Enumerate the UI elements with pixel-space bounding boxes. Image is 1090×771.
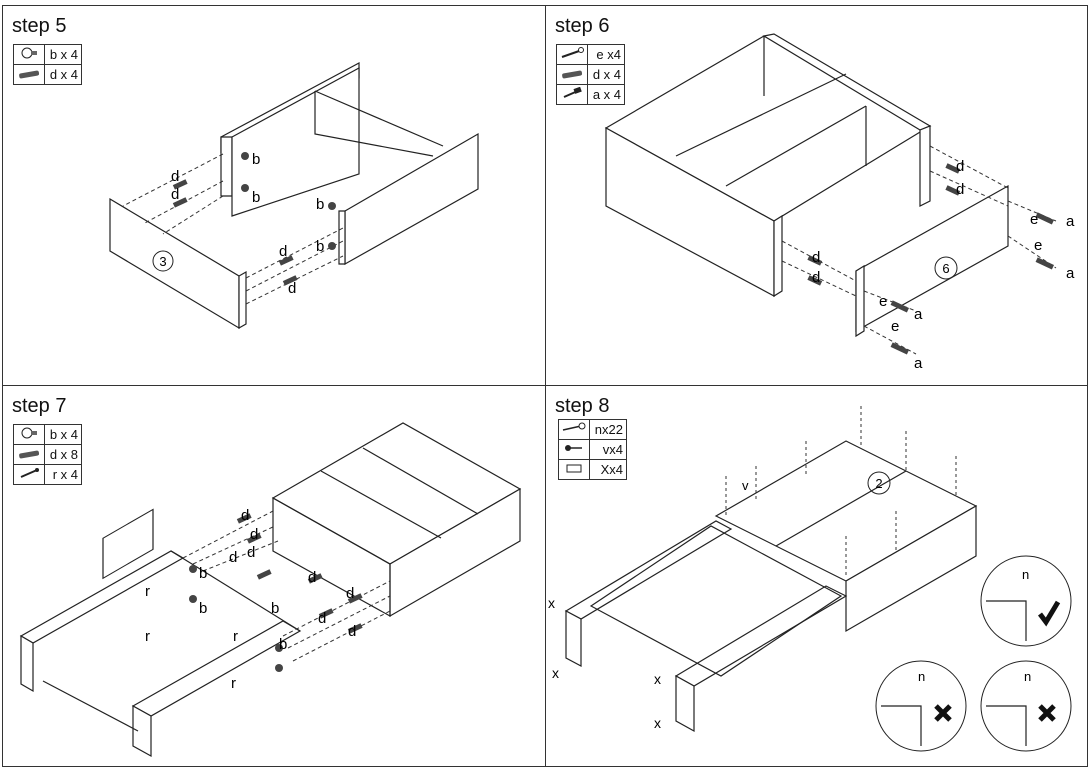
- svg-text:d: d: [956, 158, 964, 175]
- svg-text:d: d: [812, 249, 820, 266]
- svg-text:b: b: [316, 238, 324, 255]
- panel-number: 6: [942, 261, 949, 276]
- svg-text:e: e: [891, 318, 899, 335]
- parts-row: d x 4: [13, 64, 82, 85]
- svg-text:a: a: [1066, 265, 1075, 282]
- parts-row: r x 4: [13, 464, 82, 485]
- cross-icon: [934, 704, 952, 722]
- svg-text:d: d: [171, 186, 179, 203]
- step-title: step 7: [12, 395, 67, 417]
- svg-text:e: e: [1034, 237, 1042, 254]
- svg-text:b: b: [252, 151, 260, 168]
- svg-text:x: x: [654, 671, 661, 687]
- svg-text:d: d: [346, 585, 354, 602]
- step-title: step 5: [12, 15, 67, 37]
- step-6-panel: step 6 e x4 d x 4 a x 4 6: [545, 5, 1088, 386]
- svg-text:a: a: [914, 355, 923, 372]
- svg-text:b: b: [199, 600, 207, 617]
- frame-assembly-illustration: d d d d b b r r r b r b d d d d: [19, 422, 522, 758]
- svg-text:n: n: [918, 669, 925, 684]
- svg-text:r: r: [231, 675, 236, 692]
- parts-row: nx22: [558, 419, 627, 440]
- parts-row: Xx4: [558, 459, 627, 480]
- parts-row: b x 4: [13, 44, 82, 65]
- svg-text:d: d: [288, 280, 296, 297]
- svg-text:r: r: [145, 583, 150, 600]
- svg-text:n: n: [1022, 567, 1029, 582]
- parts-row: e x4: [556, 44, 625, 65]
- cross-icon: [1038, 704, 1056, 722]
- svg-text:b: b: [279, 636, 287, 653]
- step-title: step 6: [555, 15, 610, 37]
- step-title: step 8: [555, 395, 610, 417]
- parts-row: d x 4: [556, 64, 625, 85]
- svg-text:r: r: [145, 628, 150, 645]
- svg-text:r: r: [233, 628, 238, 645]
- svg-text:d: d: [318, 610, 326, 627]
- svg-text:a: a: [1066, 213, 1075, 230]
- svg-text:b: b: [316, 196, 324, 213]
- svg-text:d: d: [241, 507, 249, 524]
- svg-text:d: d: [229, 549, 237, 566]
- svg-text:d: d: [250, 526, 258, 543]
- svg-text:v: v: [742, 478, 749, 493]
- panel-number: 3: [159, 254, 166, 269]
- step-7-panel: step 7 b x 4 d x 8 r x 4: [2, 385, 546, 767]
- parts-row: a x 4: [556, 84, 625, 105]
- svg-text:d: d: [812, 269, 820, 286]
- svg-text:d: d: [171, 168, 179, 185]
- cabinet-assembly-illustration: 6 d d e a e a d: [604, 33, 1075, 372]
- dowel-icon: [13, 64, 45, 85]
- back-panel-nailing-illustration: 2 n n n v x x x x: [548, 406, 1072, 752]
- svg-text:d: d: [348, 623, 356, 640]
- panel-number: 2: [875, 476, 882, 491]
- step-8-panel: step 8 nx22 vx4 Xx4 2: [545, 385, 1088, 767]
- parts-list: e x4 d x 4 a x 4: [556, 44, 625, 105]
- svg-text:x: x: [548, 595, 555, 611]
- check-icon: [1038, 600, 1061, 627]
- svg-text:d: d: [956, 181, 964, 198]
- svg-text:b: b: [252, 189, 260, 206]
- svg-text:x: x: [654, 715, 661, 731]
- svg-text:b: b: [199, 565, 207, 582]
- svg-text:d: d: [308, 569, 316, 586]
- svg-text:d: d: [279, 243, 287, 260]
- svg-text:x: x: [552, 665, 559, 681]
- svg-text:e: e: [1030, 211, 1038, 228]
- svg-text:n: n: [1024, 669, 1031, 684]
- step-5-panel: step 5 b x 4 d x 4 3: [2, 5, 546, 386]
- drawer-assembly-illustration: 3 d d b b b b d d: [109, 61, 479, 330]
- parts-list: b x 4 d x 4: [13, 44, 82, 85]
- parts-list: nx22 vx4 Xx4: [558, 419, 627, 480]
- svg-text:d: d: [247, 544, 255, 561]
- parts-row: b x 4: [13, 424, 82, 445]
- svg-text:e: e: [879, 293, 887, 310]
- svg-text:a: a: [914, 306, 923, 323]
- svg-text:b: b: [271, 600, 279, 617]
- parts-list: b x 4 d x 8 r x 4: [13, 424, 82, 485]
